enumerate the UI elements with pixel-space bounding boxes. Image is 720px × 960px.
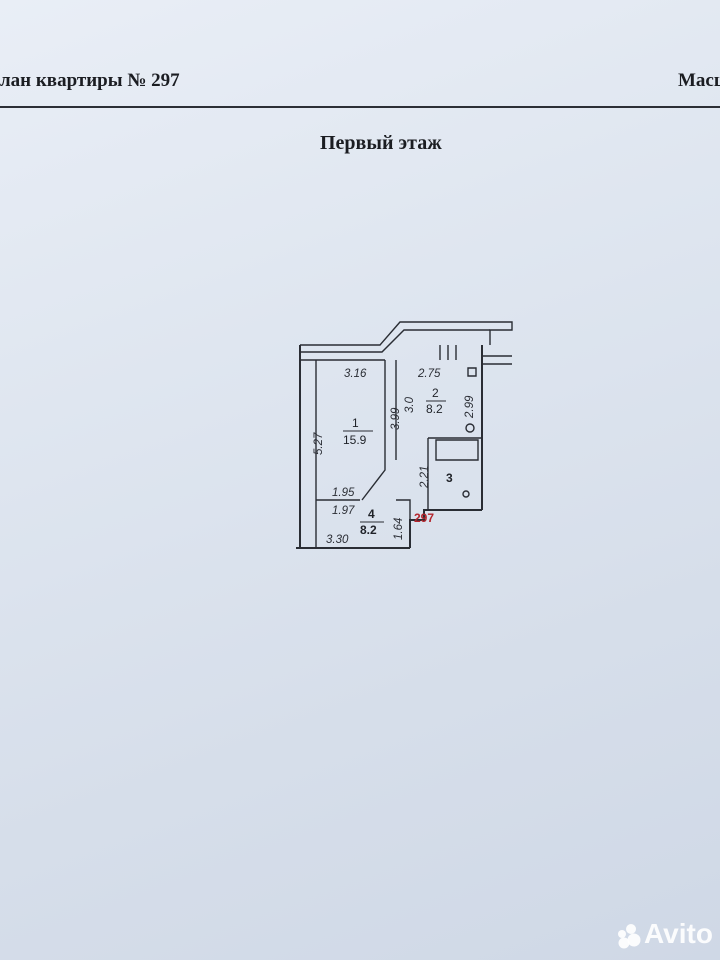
plan-title: лан квартиры № 297 [0,70,180,91]
dimension-label: 2.21 [419,466,431,489]
dimension-label: 1.97 [332,505,355,517]
dimension-label: 1.95 [332,487,355,499]
room-area: 15.9 [343,433,367,447]
dimension-label: 2.75 [417,368,441,380]
dimension-label: 3.99 [390,407,402,430]
dimension-label: 3.30 [326,534,349,546]
room-area: 8.2 [360,523,377,537]
room-number: 4 [368,507,375,521]
room-number: 3 [446,471,453,485]
dimension-label: 2.99 [464,395,476,419]
room-number: 2 [432,386,439,400]
avito-logo-icon [618,924,641,949]
dimension-label: 3.0 [404,396,416,413]
apartment-number: 297 [414,511,434,525]
room-area: 8.2 [426,402,443,416]
floor-title: Первый этаж [320,132,442,154]
scale-label: Масш [678,70,720,91]
dimension-label: 3.16 [344,368,367,380]
dimension-label: 5.27 [313,432,325,455]
room-number: 1 [352,416,359,430]
dimension-label: 1.64 [393,518,405,540]
header-divider [0,106,720,108]
watermark: Avito [644,918,713,949]
